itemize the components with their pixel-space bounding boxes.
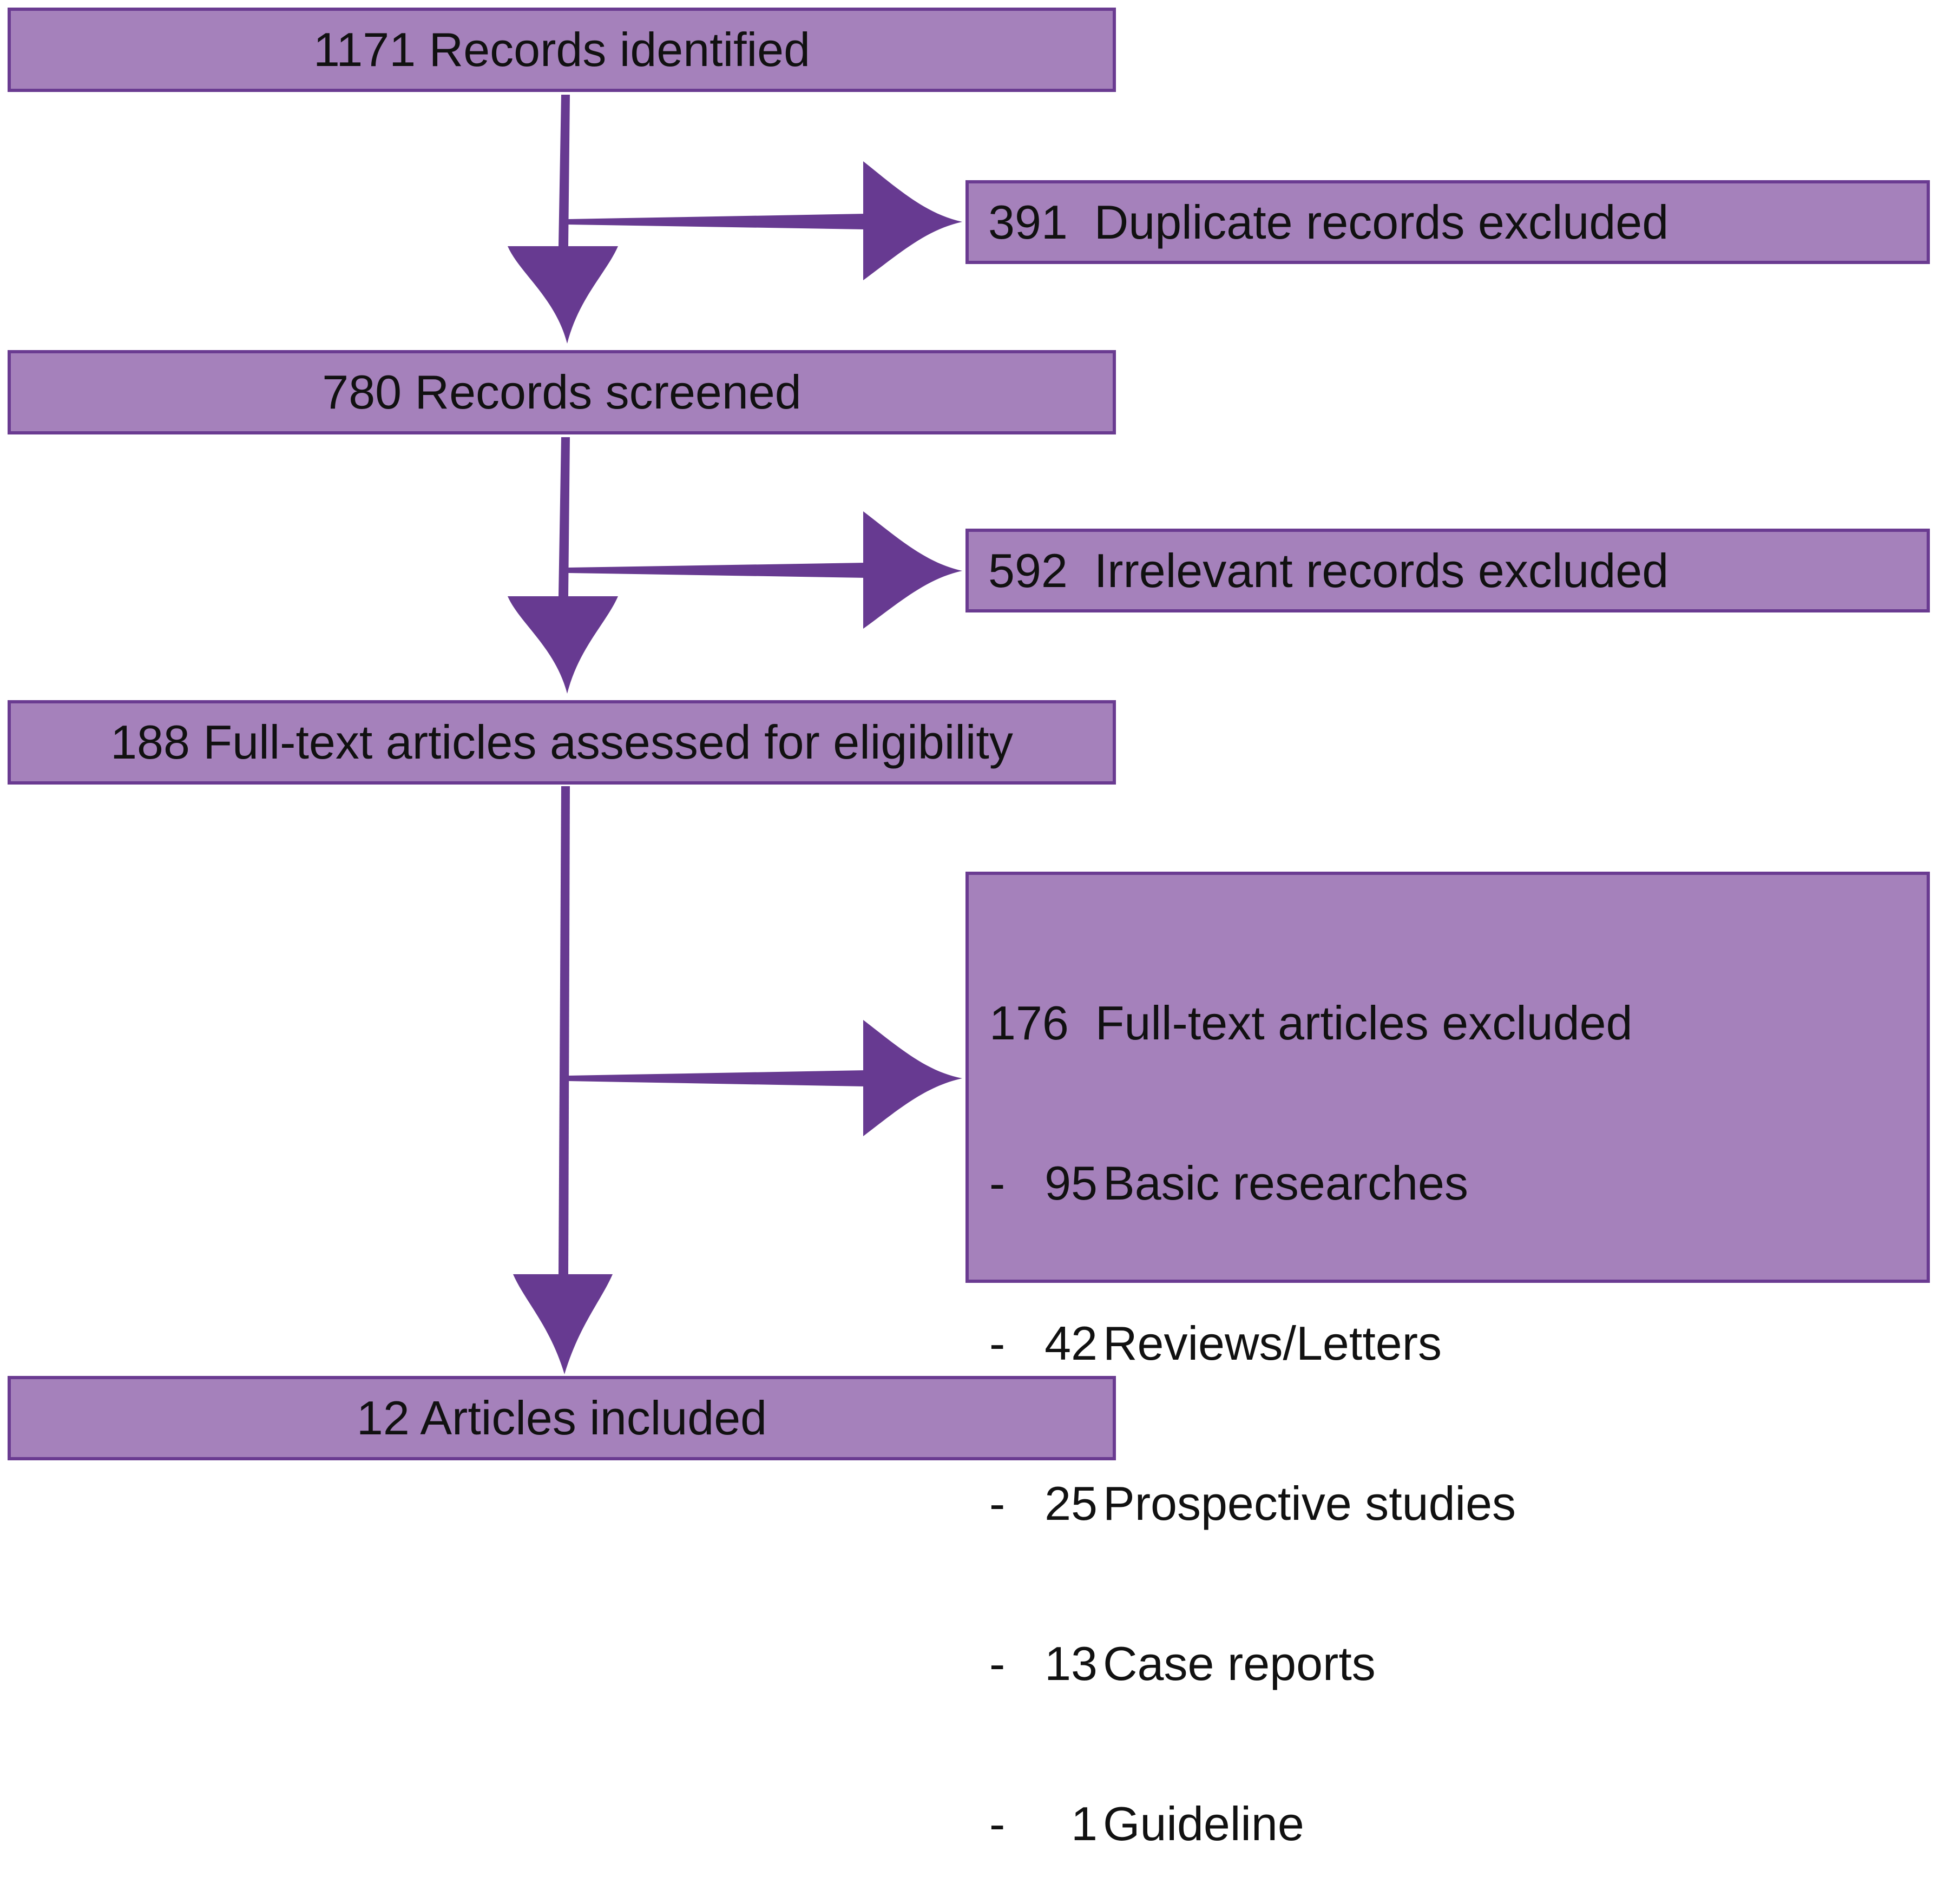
arrow-down-2 [508,437,618,694]
list-dash: - [989,1637,1006,1690]
reason-label: Case reports [1103,1637,1376,1690]
records-screened-text: 780 Records screened [322,365,802,419]
records-identified-box: 1171 Records identified [8,8,1116,92]
reason-count: 25 [1044,1477,1098,1530]
fulltext-assessed-text: 188 Full-text articles assessed for elig… [110,715,1013,769]
fulltext-assessed-box: 188 Full-text articles assessed for elig… [8,700,1116,785]
reason-count: 42 [1044,1316,1098,1370]
arrow-down-3 [513,786,613,1374]
arrow-right-2 [568,511,962,629]
list-dash: - [989,1156,1006,1210]
reason-count: 1 [1071,1797,1098,1850]
list-dash: - [989,1477,1006,1530]
reason-label: Basic researches [1103,1156,1468,1210]
list-dash: - [989,1797,1006,1850]
irrelevant-excluded-text: 592 Irrelevant records excluded [988,543,1669,597]
reason-count: 13 [1044,1637,1098,1690]
arrow-down-1 [508,95,618,344]
duplicate-excluded-box: 391 Duplicate records excluded [965,180,1930,264]
records-screened-box: 780 Records screened [8,350,1116,434]
irrelevant-excluded-box: 592 Irrelevant records excluded [965,529,1930,612]
reason-label: Guideline [1103,1797,1304,1850]
articles-included-text: 12 Articles included [356,1391,767,1445]
arrow-right-1 [568,161,962,280]
reason-count: 95 [1044,1156,1098,1210]
flow-arrows [508,95,962,1374]
records-identified-text: 1171 Records identified [313,23,811,76]
reason-label: Prospective studies [1103,1477,1516,1530]
reason-label: Reviews/Letters [1103,1316,1442,1370]
fulltext-excluded-heading: 176 Full-text articles excluded [989,996,1633,1050]
articles-included-box: 12 Articles included [8,1376,1116,1460]
duplicate-excluded-text: 391 Duplicate records excluded [988,195,1669,249]
arrow-right-3 [568,1020,962,1136]
list-dash: - [989,1316,1006,1370]
